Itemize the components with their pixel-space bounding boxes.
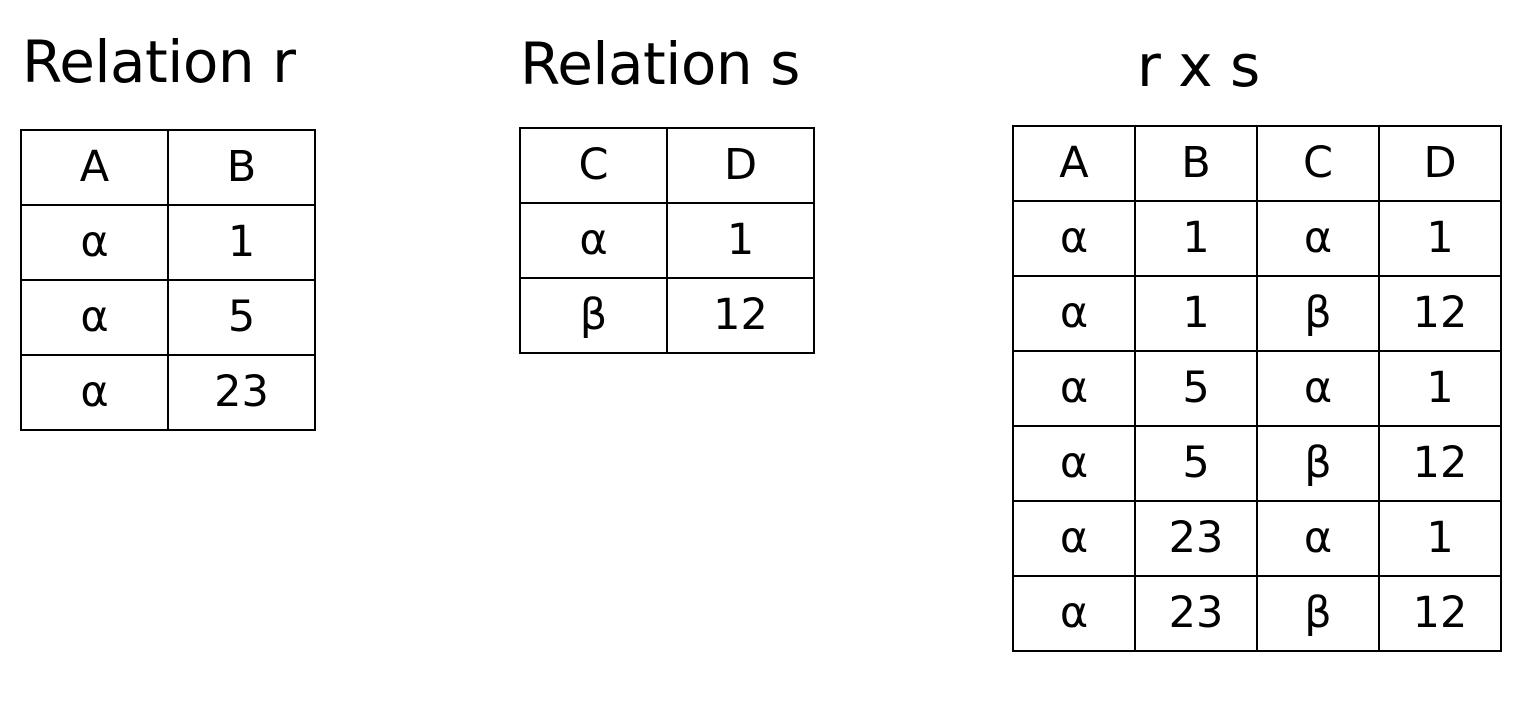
table-row: α 5 β 12 xyxy=(1012,425,1502,502)
table-cell: 1 xyxy=(1134,200,1258,277)
header-cell: B xyxy=(1134,125,1258,202)
header-cell: A xyxy=(1012,125,1136,202)
table-cell: α xyxy=(1256,200,1380,277)
table-cell: 1 xyxy=(1378,500,1502,577)
relation-r-table: A B α 1 α 5 α 23 xyxy=(20,129,316,431)
table-cell: α xyxy=(1012,200,1136,277)
table-cell: 12 xyxy=(1378,275,1502,352)
table-row: α 23 α 1 xyxy=(1012,500,1502,577)
table-cell: 12 xyxy=(1378,575,1502,652)
product-title: r x s xyxy=(1137,32,1260,100)
relation-r-title: Relation r xyxy=(22,28,296,96)
table-cell: 5 xyxy=(1134,425,1258,502)
table-cell: α xyxy=(1256,500,1380,577)
header-row: A B C D xyxy=(1012,125,1502,202)
table-cell: β xyxy=(519,277,668,354)
table-cell: 1 xyxy=(1134,275,1258,352)
header-cell: A xyxy=(20,129,169,206)
relation-s-title: Relation s xyxy=(520,30,800,98)
header-cell: D xyxy=(1378,125,1502,202)
table-cell: 1 xyxy=(666,202,815,279)
table-cell: 5 xyxy=(167,279,316,356)
table-cell: α xyxy=(1012,575,1136,652)
table-cell: 12 xyxy=(666,277,815,354)
table-cell: 5 xyxy=(1134,350,1258,427)
header-cell: D xyxy=(666,127,815,204)
table-cell: α xyxy=(1012,275,1136,352)
header-cell: C xyxy=(519,127,668,204)
header-row: C D xyxy=(519,127,815,204)
table-cell: β xyxy=(1256,425,1380,502)
table-cell: β xyxy=(1256,575,1380,652)
table-cell: α xyxy=(20,279,169,356)
table-cell: α xyxy=(20,354,169,431)
table-cell: α xyxy=(1256,350,1380,427)
table-cell: 1 xyxy=(1378,200,1502,277)
table-cell: β xyxy=(1256,275,1380,352)
table-cell: α xyxy=(1012,350,1136,427)
header-cell: C xyxy=(1256,125,1380,202)
table-row: α 1 α 1 xyxy=(1012,200,1502,277)
header-cell: B xyxy=(167,129,316,206)
table-row: α 1 β 12 xyxy=(1012,275,1502,352)
table-cell: α xyxy=(20,204,169,281)
relation-s-table: C D α 1 β 12 xyxy=(519,127,815,354)
table-cell: 23 xyxy=(1134,575,1258,652)
table-cell: α xyxy=(1012,425,1136,502)
table-cell: 23 xyxy=(1134,500,1258,577)
table-row: α 1 xyxy=(519,202,815,279)
table-cell: α xyxy=(1012,500,1136,577)
table-row: α 23 β 12 xyxy=(1012,575,1502,652)
table-cell: α xyxy=(519,202,668,279)
table-row: α 23 xyxy=(20,354,316,431)
header-row: A B xyxy=(20,129,316,206)
table-cell: 1 xyxy=(1378,350,1502,427)
table-row: α 5 α 1 xyxy=(1012,350,1502,427)
table-cell: 1 xyxy=(167,204,316,281)
table-row: β 12 xyxy=(519,277,815,354)
table-cell: 12 xyxy=(1378,425,1502,502)
product-table: A B C D α 1 α 1 α 1 β 12 α 5 α 1 α 5 β 1… xyxy=(1012,125,1502,652)
table-cell: 23 xyxy=(167,354,316,431)
table-row: α 1 xyxy=(20,204,316,281)
table-row: α 5 xyxy=(20,279,316,356)
